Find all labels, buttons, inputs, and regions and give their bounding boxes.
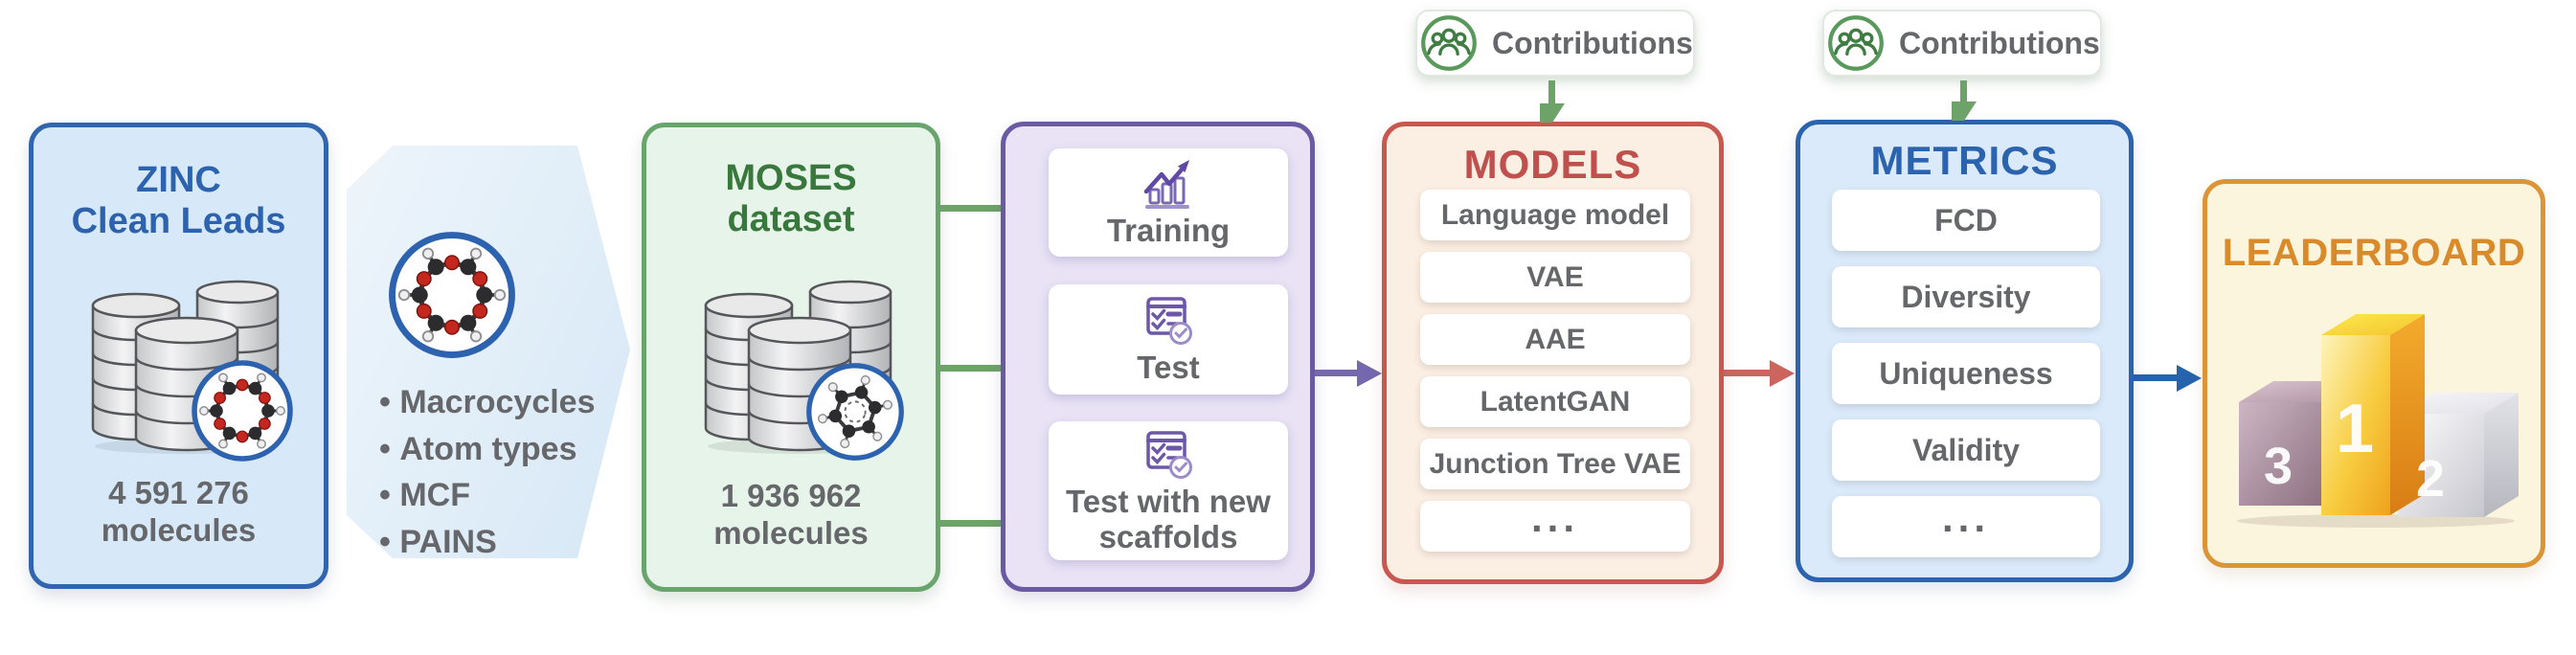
zinc-title-line2: Clean Leads xyxy=(71,200,286,241)
arrow-moses-to-test xyxy=(940,365,1019,372)
model-item: Language model xyxy=(1420,190,1690,240)
metric-item: Uniqueness xyxy=(1832,343,2100,404)
metrics-box: METRICS FCD Diversity Uniqueness Validit… xyxy=(1796,120,2134,582)
checklist-icon xyxy=(1146,297,1192,346)
database-icon xyxy=(91,280,280,454)
moses-box: MOSES dataset xyxy=(642,123,940,592)
podium-second-place: 2 xyxy=(2416,450,2445,508)
moses-title: MOSES dataset xyxy=(646,158,936,240)
test-new-scaffolds-card: Test with new scaffolds xyxy=(1049,421,1288,560)
podium-first-place: 1 xyxy=(2336,391,2374,467)
arrow-contributions-to-metrics xyxy=(1960,80,1967,102)
model-item: VAE xyxy=(1420,252,1690,303)
contributions-badge-metrics: Contributions xyxy=(1822,10,2102,77)
filter-criteria-list: Macrocycles Atom types MCF PAINS xyxy=(379,379,596,566)
metrics-title: METRICS xyxy=(1870,138,2059,183)
metrics-list: FCD Diversity Uniqueness Validity ... xyxy=(1832,190,2100,557)
checklist-icon xyxy=(1146,430,1192,479)
zinc-title-line1: ZINC xyxy=(136,160,221,200)
test-label: Test xyxy=(1137,350,1200,386)
zinc-count-unit: molecules xyxy=(101,512,257,549)
zinc-count-value: 4 591 276 xyxy=(108,475,249,511)
filter-item: PAINS xyxy=(379,519,596,566)
podium-icon: 3 2 1 xyxy=(2237,314,2519,528)
zinc-molecule-count: 4 591 276 molecules xyxy=(34,475,324,550)
filter-item: Atom types xyxy=(379,426,596,473)
filter-item: Macrocycles xyxy=(379,379,595,426)
zinc-title: ZINC Clean Leads xyxy=(34,160,324,242)
model-item: LatentGAN xyxy=(1420,376,1690,427)
people-icon xyxy=(1828,15,1884,71)
training-card: Training xyxy=(1049,148,1288,257)
metric-item: FCD xyxy=(1832,190,2100,251)
dataset-splits-box: Training Test xyxy=(1001,122,1315,592)
training-label: Training xyxy=(1106,213,1231,249)
arrow-models-to-metrics xyxy=(1724,370,1771,376)
models-box: MODELS Language model VAE AAE LatentGAN … xyxy=(1382,122,1724,584)
contributions-label: Contributions xyxy=(1492,25,1693,60)
bar-chart-icon xyxy=(1143,160,1189,210)
arrow-metrics-to-leaderboard xyxy=(2134,374,2178,381)
moses-title-line1: MOSES xyxy=(725,158,857,198)
model-item: AAE xyxy=(1420,314,1690,365)
model-item: Junction Tree VAE xyxy=(1420,439,1690,489)
macrocycle-molecule-icon xyxy=(389,232,515,358)
leaderboard-title: LEADERBOARD xyxy=(2222,232,2526,274)
contributions-badge-models: Contributions xyxy=(1415,10,1695,77)
arrow-moses-to-scaffolds xyxy=(940,520,1019,527)
podium-third-place: 3 xyxy=(2264,438,2293,495)
test-card: Test xyxy=(1049,284,1288,395)
contributions-label: Contributions xyxy=(1899,25,2100,60)
metric-item: Diversity xyxy=(1832,266,2100,328)
models-title: MODELS xyxy=(1463,142,1642,187)
arrow-splits-to-models xyxy=(1315,370,1358,376)
model-item-more: ... xyxy=(1420,495,1690,552)
benzene-molecule-icon xyxy=(806,363,904,461)
zinc-box: ZINC Clean Leads xyxy=(29,123,328,589)
moses-molecule-count: 1 936 962 molecules xyxy=(646,478,936,553)
people-icon xyxy=(1421,15,1477,71)
filter-item: MCF xyxy=(379,472,596,519)
models-list: Language model VAE AAE LatentGAN Junctio… xyxy=(1420,190,1690,552)
metric-item-more: ... xyxy=(1832,495,2100,557)
arrow-contributions-to-models xyxy=(1548,80,1555,103)
moses-count-unit: molecules xyxy=(713,515,869,552)
macrocycle-molecule-icon xyxy=(192,360,293,462)
arrow-moses-to-training xyxy=(940,205,1019,212)
moses-count-value: 1 936 962 xyxy=(720,478,862,514)
test-new-scaffolds-label: Test with new scaffolds xyxy=(1066,483,1271,554)
metric-item: Validity xyxy=(1832,419,2100,481)
moses-title-line2: dataset xyxy=(727,198,855,239)
